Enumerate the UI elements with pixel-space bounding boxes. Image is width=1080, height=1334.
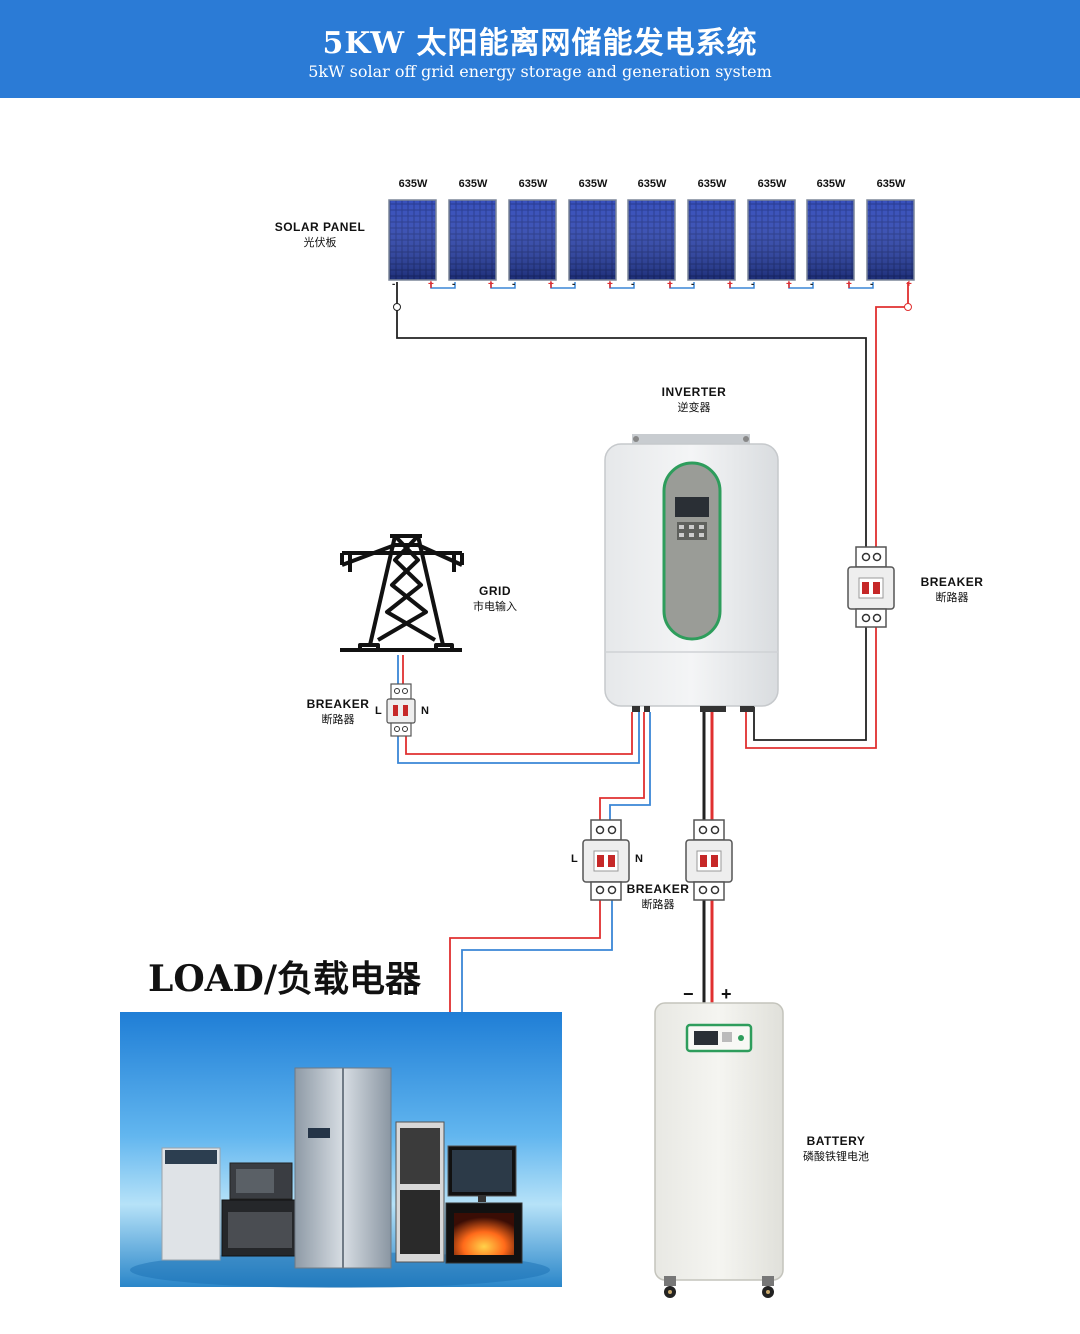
svg-text:-: - xyxy=(512,279,515,290)
svg-text:+: + xyxy=(548,279,554,290)
grid-label: GRID 市电输入 xyxy=(450,583,540,615)
battery-unit xyxy=(654,1002,784,1298)
svg-text:-: - xyxy=(452,279,455,290)
grid-label-en: GRID xyxy=(479,584,511,598)
solar-panel xyxy=(448,199,497,281)
svg-text:-: - xyxy=(870,279,873,290)
washing-machine xyxy=(161,1147,221,1261)
svg-text:-: - xyxy=(810,279,813,290)
svg-text:+: + xyxy=(607,279,613,290)
svg-text:-: - xyxy=(572,279,575,290)
svg-text:+: + xyxy=(786,279,792,290)
battery-label: BATTERY 磷酸铁锂电池 xyxy=(788,1133,884,1165)
inverter-unit xyxy=(604,434,779,712)
grid-breaker-label-cn: 断路器 xyxy=(321,714,355,726)
battery-wires xyxy=(702,712,714,1003)
panel-rating-7: 635W xyxy=(757,178,787,190)
battery-breaker xyxy=(685,819,733,901)
svg-text:-: - xyxy=(691,279,694,290)
solar-panel xyxy=(687,199,736,281)
panel-rating-3: 635W xyxy=(518,178,548,190)
panel-rating-1: 635W xyxy=(398,178,428,190)
inverter-label-en: INVERTER xyxy=(661,385,727,399)
transmission-tower-icon xyxy=(340,534,464,652)
grid-input-wires xyxy=(397,655,640,764)
pv-breaker-label: BREAKER 断路器 xyxy=(904,574,1000,606)
inverter-label: INVERTER 逆变器 xyxy=(646,384,742,416)
dish-cabinet xyxy=(395,1121,445,1263)
svg-text:+: + xyxy=(488,279,494,290)
load-breaker xyxy=(582,819,630,901)
load-breaker-label: BREAKER 断路器 xyxy=(612,881,704,913)
home-appliances-image xyxy=(120,1012,562,1288)
pv-positive-wire xyxy=(745,282,909,749)
grid-breaker-label-en: BREAKER xyxy=(306,697,370,711)
panel-rating-8: 635W xyxy=(816,178,846,190)
load-output-wires xyxy=(449,712,651,1012)
svg-text:-: - xyxy=(631,279,634,290)
load-title: LOAD/负载电器 xyxy=(148,958,421,1000)
svg-text:+: + xyxy=(667,279,673,290)
panel-rating-4: 635W xyxy=(578,178,608,190)
pv-breaker-label-cn: 断路器 xyxy=(935,592,969,604)
solar-panel-label-cn: 光伏板 xyxy=(303,237,337,249)
inverter-display xyxy=(675,497,709,517)
panel-polarity-marks: - + - + - + - + - + - + - + - + - + xyxy=(392,279,912,290)
solar-panel xyxy=(747,199,796,281)
solar-panel xyxy=(508,199,557,281)
solar-panel xyxy=(806,199,855,281)
electric-fireplace xyxy=(445,1202,523,1264)
panel-rating-6: 635W xyxy=(697,178,727,190)
solar-panel xyxy=(866,199,915,281)
microwave xyxy=(229,1162,293,1200)
grid-breaker xyxy=(386,683,416,737)
grid-label-cn: 市电输入 xyxy=(473,601,517,613)
oven xyxy=(221,1199,299,1257)
load-breaker-n: N xyxy=(635,853,643,865)
pv-positive-terminal xyxy=(904,303,912,311)
svg-text:+: + xyxy=(727,279,733,290)
battery-negative-mark: − xyxy=(683,984,694,1004)
pv-breaker xyxy=(847,546,895,628)
panel-rating-5: 635W xyxy=(637,178,667,190)
solar-panel xyxy=(388,199,437,281)
title-cn: 5KW 太阳能离网储能发电系统 xyxy=(322,26,758,61)
television xyxy=(447,1145,517,1202)
grid-breaker-l: L xyxy=(375,705,382,717)
svg-text:+: + xyxy=(846,279,852,290)
load-breaker-l: L xyxy=(571,853,578,865)
solar-panel-label-en: SOLAR PANEL xyxy=(274,220,366,234)
inverter-label-cn: 逆变器 xyxy=(677,402,711,414)
svg-text:+: + xyxy=(428,279,434,290)
battery-label-en: BATTERY xyxy=(806,1134,866,1148)
panel-series-links xyxy=(430,282,874,289)
grid-breaker-label: BREAKER 断路器 xyxy=(292,696,384,728)
battery-label-cn: 磷酸铁锂电池 xyxy=(803,1151,869,1163)
solar-panel-label: SOLAR PANEL 光伏板 xyxy=(272,219,368,251)
title-en: 5kW solar off grid energy storage and ge… xyxy=(308,62,772,81)
solar-panel-array xyxy=(388,199,915,281)
panel-rating-9: 635W xyxy=(876,178,906,190)
refrigerator xyxy=(294,1067,392,1269)
solar-panel xyxy=(627,199,676,281)
svg-text:+: + xyxy=(906,279,912,290)
battery-positive-mark: + xyxy=(721,984,732,1004)
grid-breaker-n: N xyxy=(421,705,429,717)
svg-text:-: - xyxy=(392,279,395,290)
pv-negative-terminal xyxy=(393,303,401,311)
header-banner: 5KW 太阳能离网储能发电系统 5kW solar off grid energ… xyxy=(0,0,1080,98)
load-breaker-label-en: BREAKER xyxy=(626,882,690,896)
solar-panel xyxy=(568,199,617,281)
pv-breaker-label-en: BREAKER xyxy=(920,575,984,589)
panel-rating-2: 635W xyxy=(458,178,488,190)
load-breaker-label-cn: 断路器 xyxy=(641,899,675,911)
svg-text:-: - xyxy=(751,279,754,290)
